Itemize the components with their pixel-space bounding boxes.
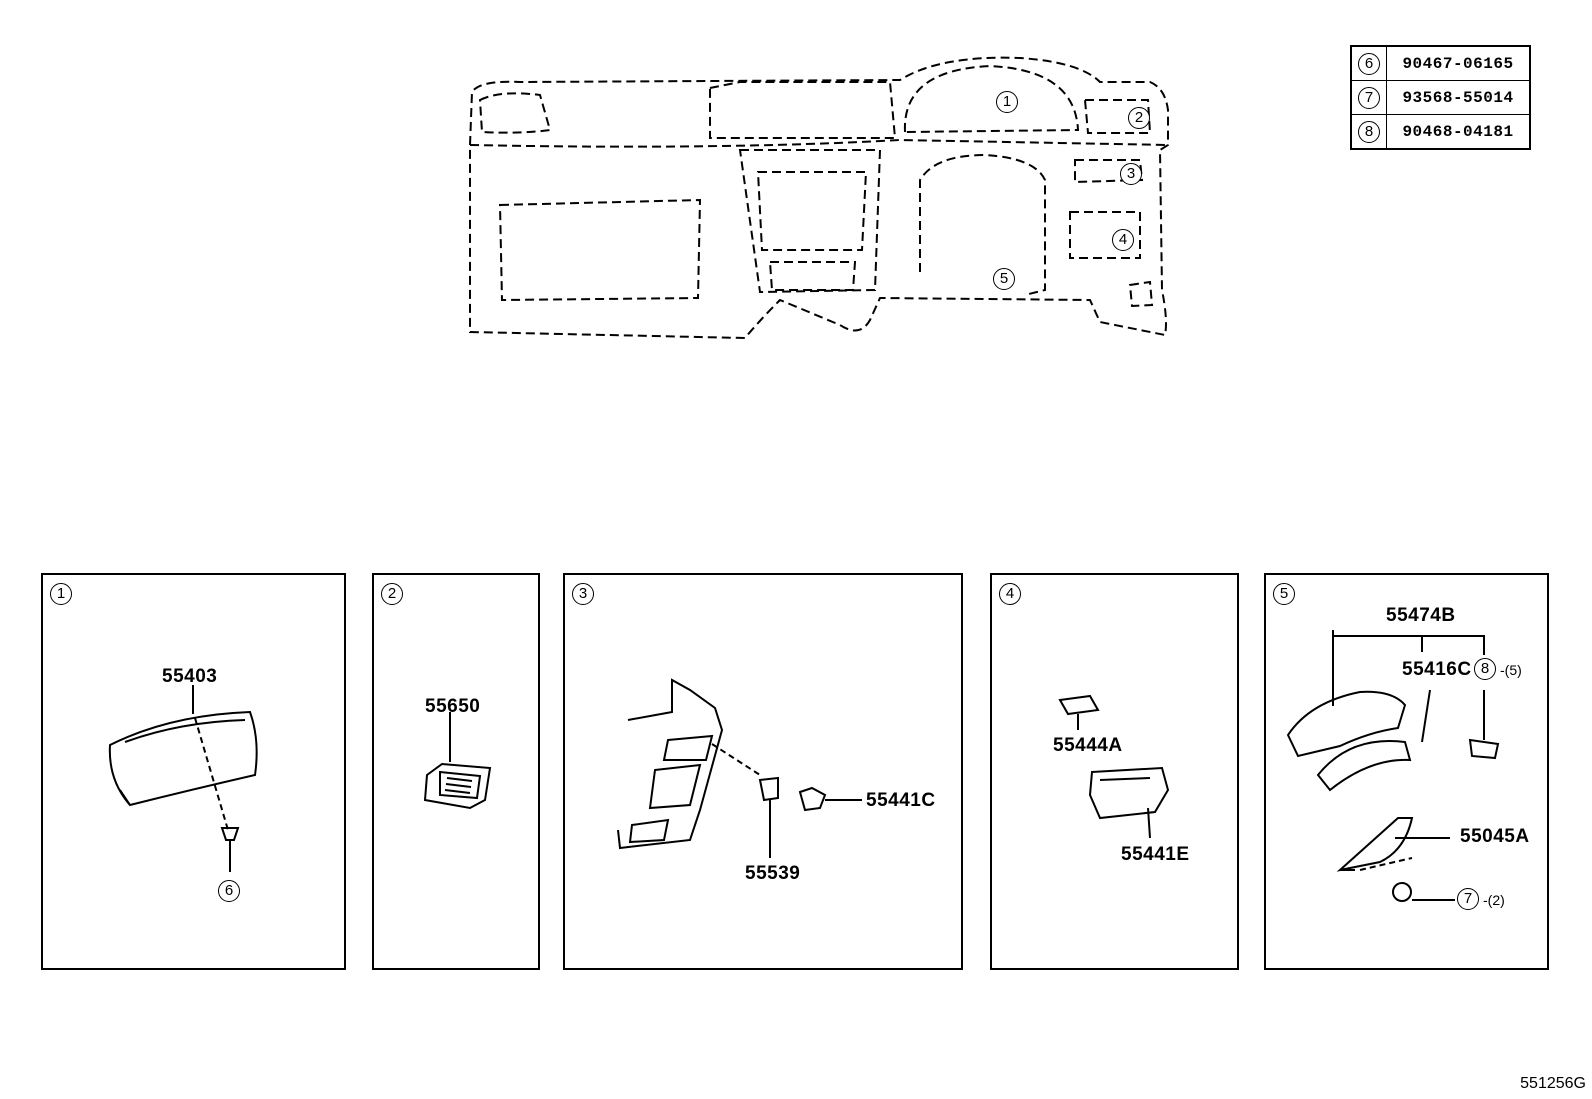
part-label-55539[interactable]: 55539 [745,863,801,884]
dashboard-outline [469,56,1169,340]
detail-panel-5 [1264,573,1549,970]
panel-5-ref-callout-7[interactable]: 7 [1457,888,1479,910]
vent-drawing [423,712,492,810]
legend-part-number: 93568-55014 [1402,88,1514,107]
detail-panel-3 [563,573,963,970]
legend-callout: 8 [1358,120,1380,143]
overview-callout-3[interactable]: 3 [1120,163,1142,185]
overview-callout-2[interactable]: 2 [1128,107,1150,129]
diagram-reference-code: 551256G [1520,1075,1586,1092]
detail-panel-4 [990,573,1239,970]
part-label-55650[interactable]: 55650 [425,696,481,717]
overview-callout-5[interactable]: 5 [993,268,1015,290]
column-cover-drawing [1286,630,1500,902]
panel-4-number: 4 [999,583,1021,605]
legend-callout: 7 [1358,86,1380,109]
detail-panel-2 [372,573,540,970]
meter-hood-drawing [108,685,258,872]
part-label-55045A[interactable]: 55045A [1460,826,1530,847]
legend-part-number: 90467-06165 [1402,54,1514,73]
detail-panel-1 [41,573,346,970]
part-label-55444A[interactable]: 55444A [1053,735,1123,756]
pocket-drawing [1058,694,1170,839]
part-label-55441E[interactable]: 55441E [1121,844,1190,865]
quantity-label: -(2) [1483,892,1505,908]
panel-2-number: 2 [381,583,403,605]
legend-callout: 6 [1358,52,1380,75]
overview-callout-1[interactable]: 1 [996,91,1018,113]
part-label-55416C[interactable]: 55416C [1402,659,1472,680]
parts-legend-table: 6 90467-06165 7 93568-55014 8 90468-0418… [1350,45,1531,150]
panel-5-number: 5 [1273,583,1295,605]
legend-row: 7 93568-55014 [1352,81,1529,115]
part-label-55441C[interactable]: 55441C [866,790,936,811]
panel-5-ref-callout-8[interactable]: 8 [1474,658,1496,680]
switch-panel-drawing [617,678,862,858]
legend-row: 6 90467-06165 [1352,47,1529,81]
legend-row: 8 90468-04181 [1352,115,1529,148]
part-label-55403[interactable]: 55403 [162,666,218,687]
legend-part-number: 90468-04181 [1402,122,1514,141]
part-label-55474B[interactable]: 55474B [1386,605,1456,626]
overview-callout-4[interactable]: 4 [1112,229,1134,251]
panel-1-number: 1 [50,583,72,605]
panel-1-ref-callout[interactable]: 6 [218,880,240,902]
quantity-label: -(5) [1500,662,1522,678]
panel-3-number: 3 [572,583,594,605]
